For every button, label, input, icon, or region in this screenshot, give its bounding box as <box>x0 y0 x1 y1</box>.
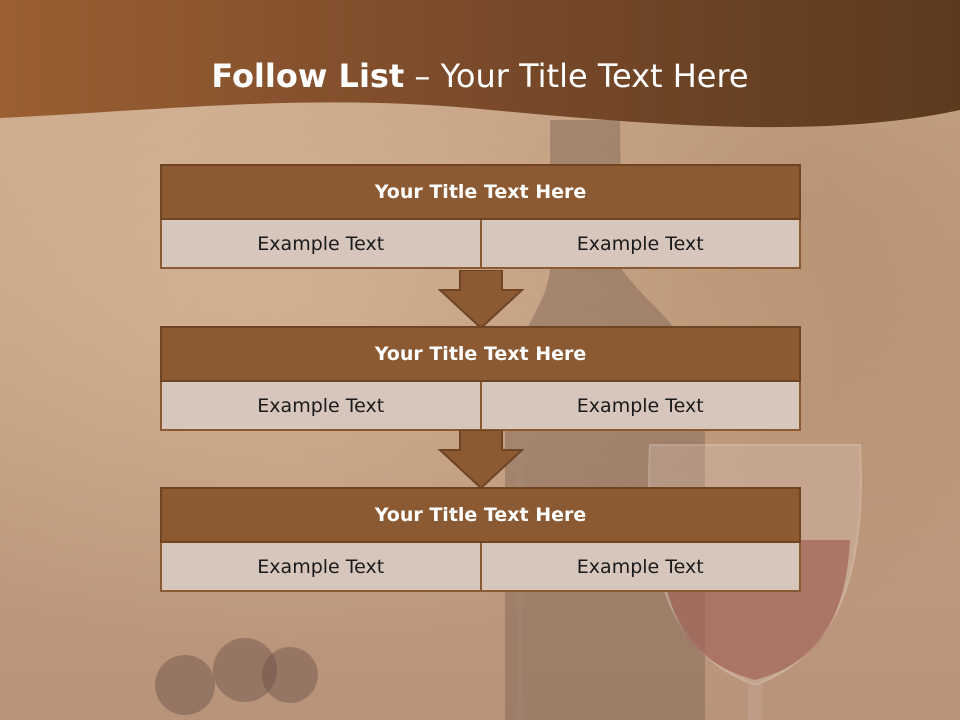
slide-title-bold: Follow List <box>211 57 405 95</box>
step-block-3: Your Title Text Here Example Text Exampl… <box>160 487 801 592</box>
step-block-2: Your Title Text Here Example Text Exampl… <box>160 326 801 431</box>
grapes-image <box>155 638 318 715</box>
step-row-2: Example Text Example Text <box>160 382 801 431</box>
header-banner <box>0 0 960 128</box>
step-title-2: Your Title Text Here <box>160 326 801 382</box>
step-row-1: Example Text Example Text <box>160 220 801 269</box>
step-title-1: Your Title Text Here <box>160 164 801 220</box>
down-arrow-icon <box>438 430 524 490</box>
slide-title-rest: – Your Title Text Here <box>414 57 749 95</box>
down-arrow-icon <box>438 270 524 330</box>
step-cell: Example Text <box>481 543 801 592</box>
step-cell: Example Text <box>160 543 482 592</box>
step-title-3: Your Title Text Here <box>160 487 801 543</box>
step-cell: Example Text <box>160 382 482 431</box>
slide-title: Follow List – Your Title Text Here <box>0 54 960 98</box>
step-block-1: Your Title Text Here Example Text Exampl… <box>160 164 801 269</box>
step-cell: Example Text <box>160 220 482 269</box>
step-cell: Example Text <box>481 382 801 431</box>
step-row-3: Example Text Example Text <box>160 543 801 592</box>
step-cell: Example Text <box>481 220 801 269</box>
